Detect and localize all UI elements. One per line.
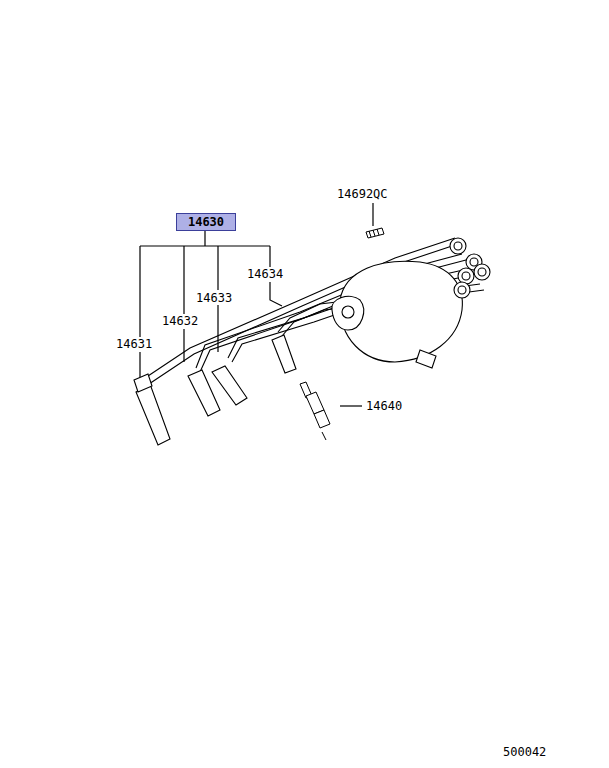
highlight-box: 14630 bbox=[176, 213, 236, 231]
callout-number: 14632 bbox=[162, 314, 198, 328]
callout-number: 14633 bbox=[196, 291, 232, 305]
diagram-number: 500042 bbox=[503, 745, 546, 759]
part-number: 14630 bbox=[188, 215, 224, 229]
callout-number: 14692QC bbox=[337, 187, 388, 201]
callout-number: 14631 bbox=[116, 337, 152, 351]
callout-number: 14640 bbox=[366, 399, 402, 413]
callout-number: 14634 bbox=[247, 267, 283, 281]
